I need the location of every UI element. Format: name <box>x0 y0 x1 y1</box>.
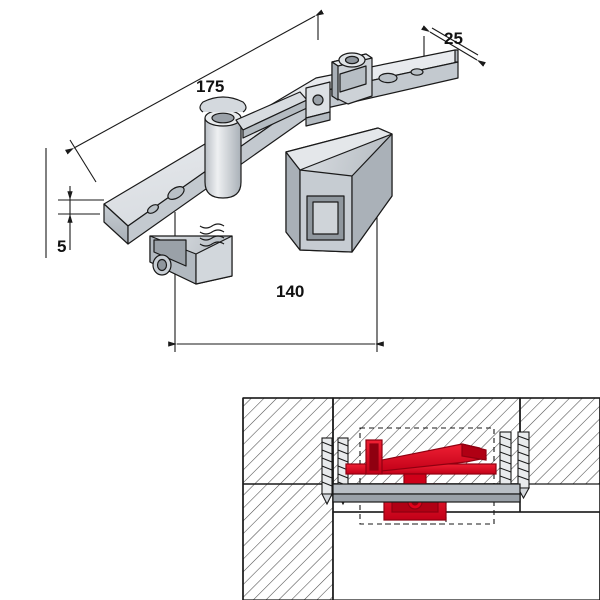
isometric-view-group: 175 25 5 140 <box>45 9 486 352</box>
installation-section-view <box>242 397 600 600</box>
track-bar-lower <box>332 493 521 503</box>
dimension-label-25: 25 <box>444 29 463 48</box>
screw-hole-1 <box>167 186 185 200</box>
dimension-label-5: 5 <box>57 237 66 256</box>
track-bar <box>332 483 521 495</box>
upright-bracket-hole <box>312 94 324 106</box>
screw-right-2 <box>517 431 530 500</box>
carriage-body-right-face <box>351 133 393 253</box>
carriage-body-top-face <box>285 127 393 171</box>
door-leaf-panel <box>332 511 600 600</box>
dimension-label-175: 175 <box>196 77 224 96</box>
screw-left <box>321 437 333 506</box>
dim-line-25 <box>421 25 486 67</box>
roller-assembly <box>331 52 373 105</box>
red-arm-end <box>461 443 487 461</box>
base-block-recess <box>153 239 187 267</box>
damper-cylinder-bore <box>211 112 235 124</box>
dimension-label-140: 140 <box>276 282 304 301</box>
frame-right-block <box>519 397 600 485</box>
damper-collar <box>199 96 247 113</box>
roller-cap-bore <box>344 55 360 65</box>
base-block-pivot-hole <box>156 258 168 272</box>
screw-hole-3 <box>378 72 398 84</box>
dim-line-175 <box>65 9 324 155</box>
track-section <box>332 483 521 503</box>
damper-cylinder <box>204 117 242 199</box>
fitting-section-red <box>345 439 497 521</box>
fitting-part <box>103 49 459 285</box>
screw-hole-2 <box>147 204 159 214</box>
screw-hole-4 <box>410 68 424 76</box>
mounting-plate-right-edge <box>454 49 459 63</box>
spring <box>199 223 225 247</box>
roller-housing-left <box>331 61 339 101</box>
carriage-slot-inner <box>312 201 339 235</box>
ext-line-175-left <box>69 139 97 183</box>
frame-vertical-member <box>242 397 334 600</box>
red-cylinder-bore <box>369 443 379 471</box>
roller-wheel <box>339 65 367 93</box>
upright-bracket-edge <box>305 111 331 127</box>
